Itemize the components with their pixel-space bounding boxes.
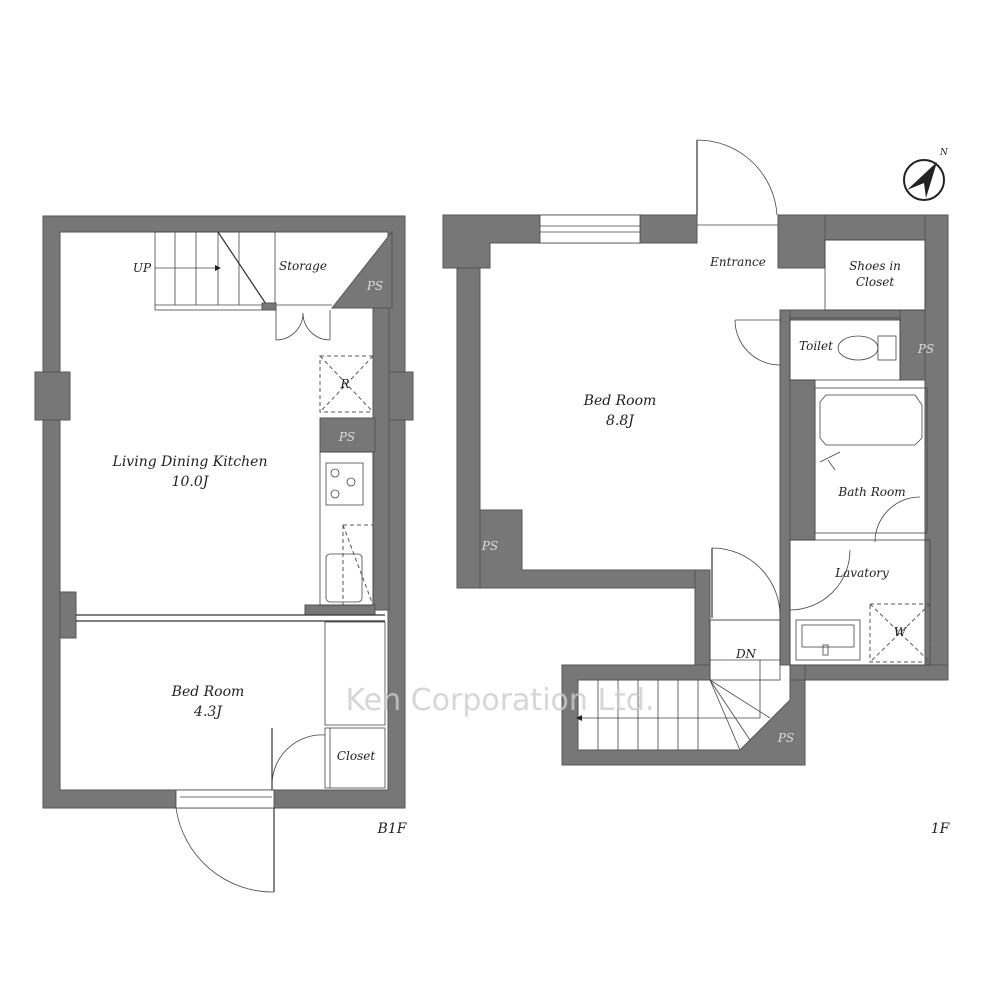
b1f-kitchen-wall [372, 299, 390, 611]
b1f-partition-stub [59, 591, 77, 639]
b1f-fridge [319, 355, 374, 413]
b1f-kitchen-counter [319, 451, 374, 606]
lavatory-fixtures [789, 539, 931, 666]
b1f-kitchen-end [304, 604, 376, 616]
bath-label: Bath Room [837, 485, 905, 499]
bathtub [814, 387, 928, 543]
toilet-fixture [734, 317, 901, 381]
storage-label: Storage [279, 259, 327, 273]
f1-plan: N Entrance Shoes in Closet Toilet PS Bed… [442, 139, 951, 837]
b1f-plan: UP Storage PS R PS Living Dining Kitchen… [34, 215, 414, 893]
f1-bedroom-door [711, 547, 781, 621]
watermark: Ken Corporation Ltd. [346, 683, 655, 718]
lavatory-label: Lavatory [834, 566, 889, 580]
b1f-ps-kitchen [319, 417, 376, 453]
f1-floor-label: 1F [931, 821, 951, 837]
stove-icon [325, 462, 364, 506]
f1-bedroom-name: Bed Room [583, 393, 657, 409]
f1-entrance-door [696, 139, 778, 226]
b1f-stairs [154, 231, 332, 311]
f1-stairs-label: DN [735, 647, 757, 661]
washer-label: W [894, 625, 908, 639]
fridge-label: R [339, 377, 349, 391]
b1f-bedroom-size: 4.3J [193, 704, 223, 720]
b1f-stairs-label: UP [133, 261, 152, 275]
f1-window [539, 214, 641, 244]
sink-icon [325, 524, 374, 606]
shoes-closet [824, 239, 926, 311]
f1-stairs [576, 619, 781, 751]
b1f-entry-door [175, 728, 326, 893]
f1-walls [442, 214, 698, 589]
b1f-storage-doors [275, 310, 331, 341]
b1f-floor-label: B1F [377, 821, 408, 837]
b1f-ps-label: PS [366, 279, 383, 293]
compass-north-label: N [939, 148, 949, 158]
shoes-closet-label-2: Closet [856, 275, 895, 289]
b1f-closet [324, 621, 386, 789]
f1-ps-toilet-label: PS [917, 342, 934, 356]
b1f-closet-label: Closet [337, 749, 376, 763]
b1f-ps-kitchen-label: PS [338, 430, 355, 444]
north-compass-icon: N [903, 148, 949, 201]
f1-ps-bedroom-label: PS [481, 539, 498, 553]
b1f-bedroom-name: Bed Room [171, 684, 245, 700]
f1-bedroom-size: 8.8J [606, 413, 635, 429]
ldk-name: Living Dining Kitchen [112, 454, 268, 470]
b1f-ps-shaft [330, 230, 393, 309]
b1f-left-pillar [34, 371, 71, 421]
b1f-right-pillar [387, 371, 414, 421]
ldk-size: 10.0J [172, 474, 210, 490]
toilet-label: Toilet [799, 339, 833, 353]
entrance-label: Entrance [709, 255, 766, 269]
f1-ps-stairs-label: PS [777, 731, 794, 745]
shoes-closet-label-1: Shoes in [849, 259, 901, 273]
